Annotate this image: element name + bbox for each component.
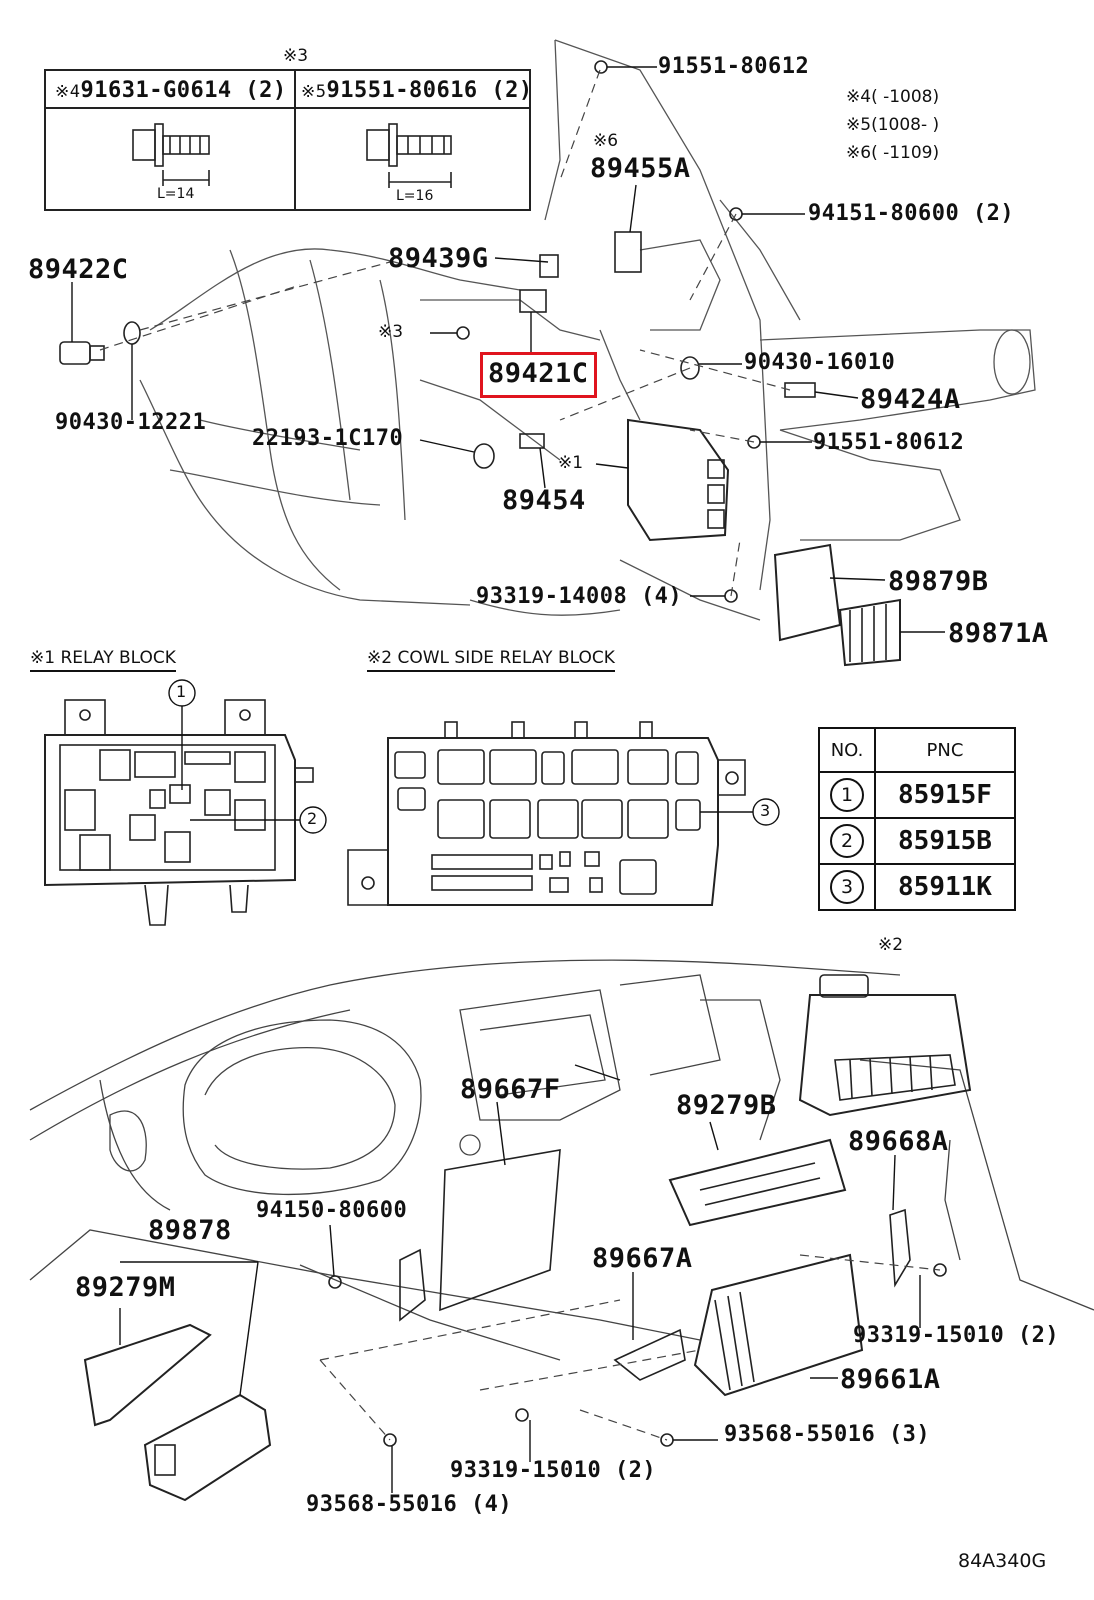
label-94151-80600: 94151-80600 (2): [808, 201, 1015, 226]
label-22193-1C170: 22193-1C170: [252, 426, 404, 451]
label-93319-15010-right: 93319-15010 (2): [853, 1323, 1060, 1348]
label-89454: 89454: [502, 485, 586, 516]
label-89421C[interactable]: 89421C: [488, 358, 589, 389]
callout-3: 3: [760, 801, 771, 820]
highlight-box: [480, 352, 597, 398]
table-row: 3 85911K: [818, 863, 1016, 911]
label-90430-16010: 90430-16010: [744, 350, 896, 375]
callout-leaders: [168, 679, 780, 834]
label-89667A: 89667A: [592, 1243, 693, 1274]
label-89878: 89878: [148, 1215, 232, 1246]
dashboard-drawing: [29, 959, 1094, 1361]
inset-left-mark: ※4: [55, 82, 81, 102]
label-89879B: 89879B: [888, 566, 989, 597]
engine-assembly-drawing: [139, 39, 1036, 621]
table-row: 2 85915B: [818, 817, 1016, 865]
label-93319-14008: 93319-14008 (4): [476, 584, 683, 609]
inset-right-header: ※591551-80616 (2): [301, 80, 533, 102]
label-89424A: 89424A: [860, 384, 961, 415]
mark-3: ※3: [378, 322, 404, 342]
pnc-row-no: 2: [830, 824, 864, 858]
label-91551-80612-top: 91551-80612: [658, 54, 810, 79]
leader-lines-upper: [71, 66, 945, 633]
label-94150-80600: 94150-80600: [256, 1198, 408, 1223]
callout-1: 1: [176, 682, 187, 701]
inset-right-part: 91551-80616 (2): [326, 78, 533, 103]
inset-left-part: 91631-G0614 (2): [80, 78, 287, 103]
label-91551-80612-mid: 91551-80612: [813, 430, 965, 455]
note-5: ※5(1008- ): [846, 115, 940, 135]
pnc-header-no: NO.: [818, 727, 876, 773]
dashboard-parts: [83, 974, 972, 1502]
caption-cowl-relay-block: ※2 COWL SIDE RELAY BLOCK: [367, 650, 615, 672]
label-89871A: 89871A: [948, 618, 1049, 649]
pnc-row-no: 3: [830, 870, 864, 904]
pnc-table: NO. PNC 1 85915F 2 85915B 3 85911K: [818, 727, 1016, 911]
note-4: ※4( -1008): [846, 87, 940, 107]
dashed-lines-lower: [319, 1254, 941, 1441]
label-93319-15010-bottom: 93319-15010 (2): [450, 1458, 657, 1483]
diagram-code: 84A340G: [958, 1550, 1047, 1572]
pnc-header-pnc: PNC: [874, 727, 1016, 773]
inset-left-header: ※491631-G0614 (2): [55, 80, 287, 102]
note-6: ※6( -1109): [846, 143, 940, 163]
sensor-parts: [59, 60, 901, 667]
label-89422C: 89422C: [28, 254, 129, 285]
inset-left-length: L=14: [157, 186, 195, 202]
label-89668A: 89668A: [848, 1126, 949, 1157]
inset-right-mark: ※5: [301, 82, 327, 102]
inset-right-length: L=16: [396, 188, 434, 204]
callout-2: 2: [307, 809, 318, 828]
pnc-row-value: 85911K: [874, 863, 1016, 911]
pnc-row-value: 85915F: [874, 771, 1016, 819]
label-90430-12221: 90430-12221: [55, 410, 207, 435]
table-row: 1 85915F: [818, 771, 1016, 819]
mark-2: ※2: [878, 935, 904, 955]
inset-fastener-box: [44, 69, 531, 211]
label-89439G: 89439G: [388, 243, 489, 274]
label-89667F: 89667F: [460, 1074, 561, 1105]
inset-ref-mark: ※3: [283, 46, 309, 66]
relay-block-drawing: [44, 699, 314, 926]
label-93568-55016-4: 93568-55016 (4): [306, 1492, 513, 1517]
caption-relay-block: ※1 RELAY BLOCK: [30, 650, 176, 672]
leader-lines-lower: [119, 1064, 921, 1493]
label-93568-55016-3: 93568-55016 (3): [724, 1422, 931, 1447]
pnc-row-value: 85915B: [874, 817, 1016, 865]
cowl-relay-block-drawing: [347, 721, 746, 906]
mark-6: ※6: [593, 131, 619, 151]
label-89279M: 89279M: [75, 1272, 176, 1303]
mark-1: ※1: [558, 453, 584, 473]
label-89455A: 89455A: [590, 153, 691, 184]
dashed-lines: [99, 69, 791, 597]
pnc-row-no: 1: [830, 778, 864, 812]
label-89279B: 89279B: [676, 1090, 777, 1121]
label-89661A: 89661A: [840, 1364, 941, 1395]
